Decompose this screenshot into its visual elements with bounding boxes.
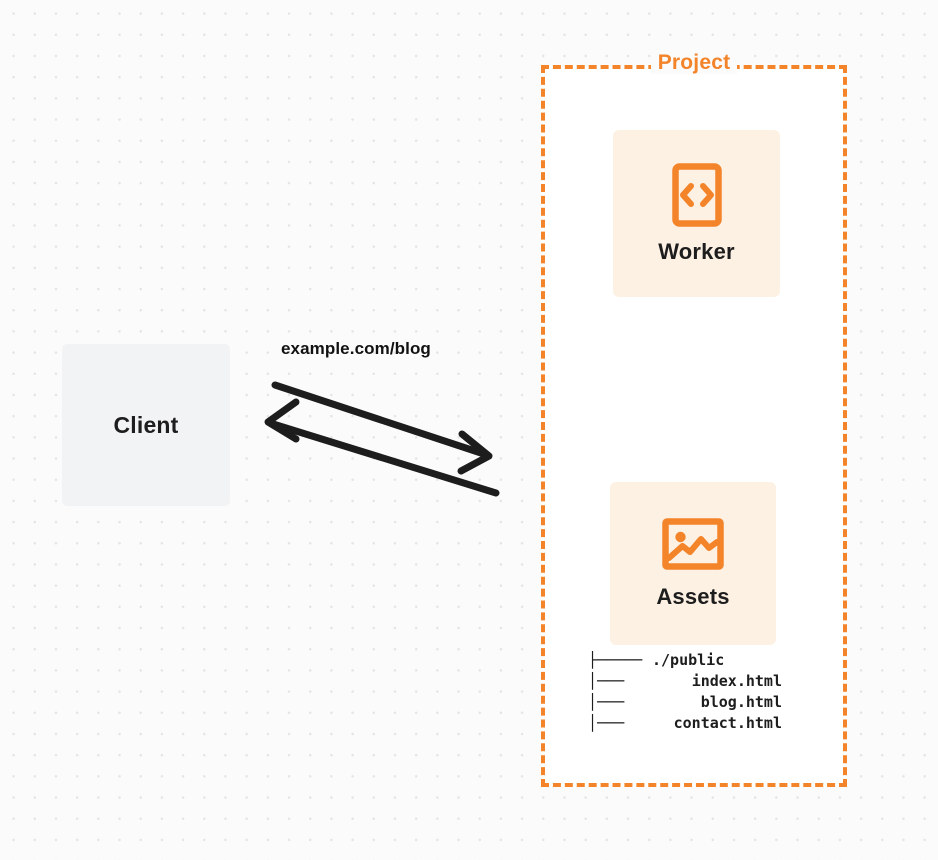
tree-item-name: contact.html bbox=[673, 714, 782, 732]
tree-branch-glyph: │─── bbox=[588, 672, 625, 690]
assets-label: Assets bbox=[656, 583, 730, 609]
worker-card[interactable]: Worker bbox=[613, 130, 780, 297]
tree-item-name: ./public bbox=[652, 651, 725, 669]
tree-branch-glyph: │─── bbox=[588, 714, 625, 732]
assets-card[interactable]: Assets bbox=[610, 482, 776, 645]
connection-url-label: example.com/blog bbox=[281, 339, 431, 358]
worker-label: Worker bbox=[658, 238, 735, 264]
file-tree-row: │─── contact.html bbox=[588, 713, 783, 734]
project-title: Project bbox=[541, 51, 847, 75]
request-arrow bbox=[271, 381, 493, 475]
assets-file-tree: ├───── ./public │─── index.html │─── blo… bbox=[588, 650, 783, 734]
client-label: Client bbox=[113, 411, 179, 438]
tree-item-name: index.html bbox=[691, 672, 782, 690]
file-tree-row: ├───── ./public bbox=[588, 650, 783, 671]
code-file-icon bbox=[671, 162, 722, 227]
image-icon bbox=[662, 517, 724, 570]
response-arrow bbox=[264, 398, 500, 497]
tree-item-name: blog.html bbox=[700, 693, 782, 711]
file-tree-row: │─── index.html bbox=[588, 671, 783, 692]
tree-branch-glyph: │─── bbox=[588, 693, 625, 711]
client-node[interactable]: Client bbox=[62, 344, 230, 506]
file-tree-row: │─── blog.html bbox=[588, 692, 783, 713]
project-title-text: Project bbox=[650, 51, 738, 74]
tree-branch-glyph: ├───── bbox=[588, 651, 643, 669]
